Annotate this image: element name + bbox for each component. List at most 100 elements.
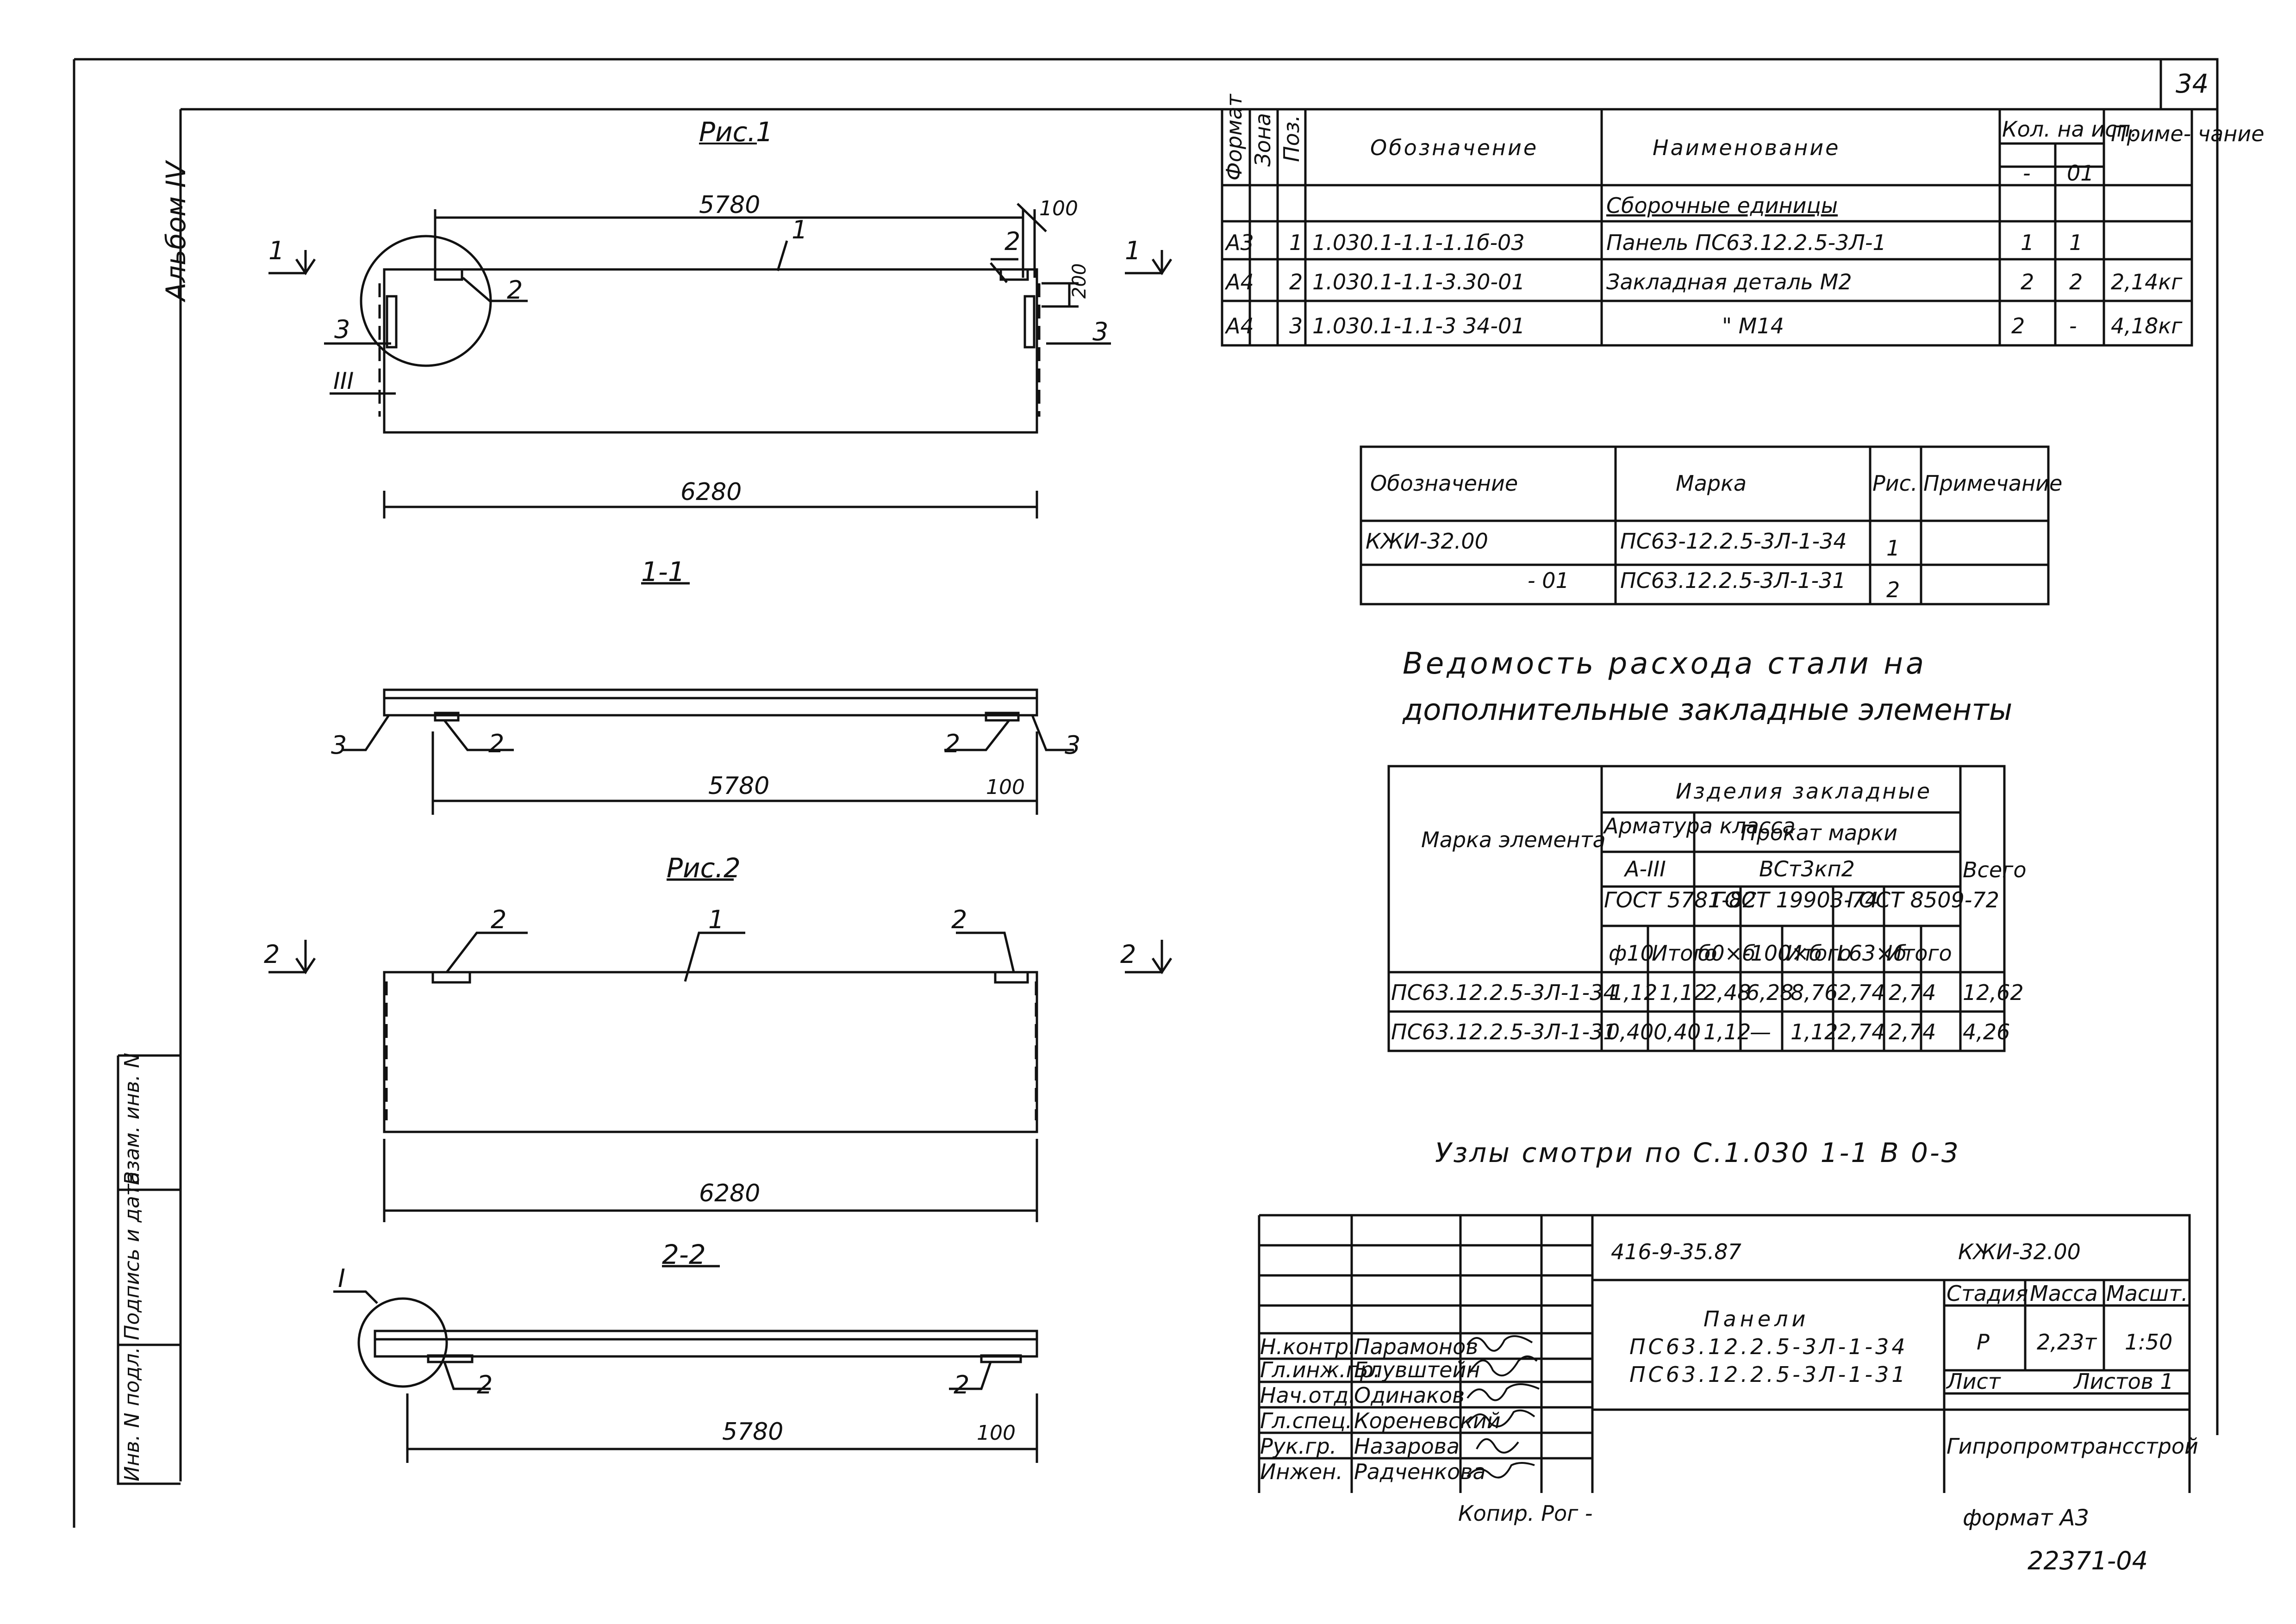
steel-h-products: Изделия закладные [1676, 779, 1932, 804]
steel-r2-v2: 0,40 [1653, 1019, 1701, 1044]
nodes-note: Узлы смотри по С.1.030 1-1 В 0-3 [1435, 1137, 1960, 1168]
tb-role-1: Н.контр. [1260, 1334, 1355, 1359]
steel-sub-4: -100×б [1743, 941, 1822, 966]
spec-r3-note: 4,18кг [2111, 313, 2183, 338]
fig1-label-III: III [333, 368, 354, 394]
spec-section-title: Сборочные единицы [1606, 193, 1838, 218]
s11-label-3b: 3 [1065, 731, 1080, 760]
mark-h-mark: Марка [1676, 471, 1747, 496]
tb-scale: 1:50 [2125, 1330, 2172, 1355]
spec-r3-q1: 2 [2011, 313, 2025, 338]
spec-r3-designation: 1.030.1-1.1-3 34-01 [1312, 313, 1525, 338]
mark-h-designation: Обозначение [1370, 471, 1518, 496]
steel-h-total: Всего [1963, 857, 2026, 882]
s22-label-2a: 2 [477, 1370, 493, 1399]
tb-name-4: Кореневский [1354, 1408, 1501, 1433]
fig2-cut-left: 2 [264, 940, 280, 969]
steel-h-gost2: ГОСТ 19903-74 [1713, 887, 1878, 912]
spec-r1-designation: 1.030.1-1.1-1.1б-03 [1312, 230, 1525, 255]
mark-r2-fig: 2 [1886, 577, 1900, 602]
steel-r2-total: 4,26 [1963, 1019, 2010, 1044]
steel-r2-v7: 2,74 [1889, 1019, 1936, 1044]
spec-h-pos: Поз. [1279, 115, 1304, 162]
steel-h-rebar-class: А-III [1623, 856, 1666, 881]
steel-h-rolled: Прокат марки [1741, 820, 1897, 845]
spec-r2-pos: 2 [1289, 269, 1303, 294]
mark-h-fig: Рис. [1872, 471, 1918, 496]
steel-r1-v2: 1,12 [1660, 980, 1707, 1005]
fig2-cut-right: 2 [1120, 940, 1136, 969]
steel-h-rebar: Арматура класса [1603, 813, 1796, 838]
spec-r1-pos: 1 [1289, 230, 1303, 255]
fig1-label-2a: 2 [507, 275, 523, 305]
spec-r1-q2: 1 [2069, 230, 2083, 255]
mark-r1-fig: 1 [1886, 536, 1900, 561]
tb-name-5: Назарова [1354, 1434, 1460, 1459]
copied-note: Копир. Рог - [1458, 1501, 1593, 1526]
album-label: Альбом IV [160, 160, 192, 303]
spec-r2-note: 2,14кг [2111, 269, 2183, 294]
tb-stage-label: Стадия [1947, 1281, 2028, 1306]
tb-title-1: Панели [1703, 1306, 1809, 1331]
tb-sheet-label: Лист [1946, 1369, 2001, 1394]
steel-table: Изделия закладные Марка элемента Арматур… [1387, 765, 2026, 1052]
steel-r1-v3: 2,48 [1703, 980, 1751, 1005]
spec-r1-q1: 1 [2021, 230, 2034, 255]
section22-title: 2-2 [662, 1239, 706, 1270]
dim-5780-s22: 5780 [722, 1418, 783, 1446]
tb-mass-label: Масса [2030, 1281, 2098, 1306]
spec-r1-name: Панель ПС63.12.2.5-3Л-1 [1606, 230, 1886, 255]
tb-sheets-label: Листов 1 [2073, 1369, 2174, 1394]
tb-title-2: ПС63.12.2.5-3Л-1-34 [1629, 1334, 1908, 1359]
spec-r2-name: Закладная деталь М2 [1606, 269, 1852, 294]
tb-organization: Гипропромтрансстрой [1947, 1434, 2198, 1459]
steel-sub-7: Итого [1886, 941, 1952, 966]
handwritten-signatures [1466, 1335, 1540, 1479]
dim-6280-fig2: 6280 [699, 1180, 760, 1207]
spec-r3-q2: - [2069, 313, 2077, 338]
steel-r1-v4: 6,28 [1746, 980, 1793, 1005]
steel-title-line1: Ведомость расхода стали на [1403, 647, 1927, 681]
fig1-cut-left: 1 [268, 236, 284, 265]
mark-table: Обозначение Марка Рис. Примечание КЖИ-32… [1360, 445, 2062, 606]
archive-number: 22371-04 [2028, 1546, 2148, 1575]
figure-1 [268, 143, 1173, 518]
steel-h-rolled-grade: ВСт3кп2 [1759, 856, 1855, 881]
spec-r1-format: А3 [1224, 230, 1254, 255]
steel-h-gost3: ГОСТ 8509-72 [1847, 887, 1999, 912]
fig1-label-3a: 3 [334, 315, 350, 344]
tb-name-6: Радченкова [1354, 1459, 1486, 1484]
tb-doc-number: КЖИ-32.00 [1958, 1239, 2081, 1264]
spec-r2-q1: 2 [2021, 269, 2034, 294]
mark-r1-designation: КЖИ-32.00 [1366, 529, 1488, 554]
steel-r1-mark: ПС63.12.2.5-3Л-1-34 [1391, 980, 1617, 1005]
spec-h-qty: Кол. на исп. [2002, 117, 2137, 142]
spec-h-format: Формат [1222, 94, 1247, 181]
dim-6280-fig1: 6280 [680, 478, 742, 506]
tb-name-1: Парамонов [1354, 1334, 1478, 1359]
fig2-label-2b: 2 [951, 905, 967, 934]
tb-role-3: Нач.отд. [1260, 1383, 1355, 1408]
steel-h-mark: Марка элемента [1421, 827, 1606, 852]
stamp-replaced-inv: Взам. инв. N [120, 1053, 144, 1185]
section-2-2 [333, 1265, 1038, 1463]
steel-sub-2: Итого [1652, 941, 1717, 966]
steel-sub-1: ф10 [1609, 941, 1654, 966]
spec-h-qty-dash: - [2023, 161, 2031, 186]
dim-100-s11: 100 [986, 775, 1025, 799]
fig2-label-2a: 2 [491, 905, 506, 934]
tb-scale-label: Масшт. [2106, 1281, 2188, 1306]
steel-title-line2: дополнительные закладные элементы [1402, 693, 2012, 727]
steel-r2-v4: — [1750, 1019, 1771, 1044]
mark-r1-mark: ПС63-12.2.5-3Л-1-34 [1620, 529, 1847, 554]
tb-mass: 2,23т [2037, 1330, 2097, 1355]
steel-r1-v7: 2,74 [1889, 980, 1936, 1005]
tb-role-6: Инжен. [1260, 1459, 1343, 1484]
spec-r2-designation: 1.030.1-1.1-3.30-01 [1312, 269, 1525, 294]
steel-h-gost1: ГОСТ 5781-82 [1604, 887, 1756, 912]
s11-label-2a: 2 [488, 729, 504, 758]
steel-r1-v5: 8,76 [1791, 980, 1838, 1005]
fig1-label-2b: 2 [1004, 227, 1020, 256]
mark-r2-designation: - 01 [1528, 568, 1569, 593]
steel-r1-v1: 1,12 [1610, 980, 1657, 1005]
